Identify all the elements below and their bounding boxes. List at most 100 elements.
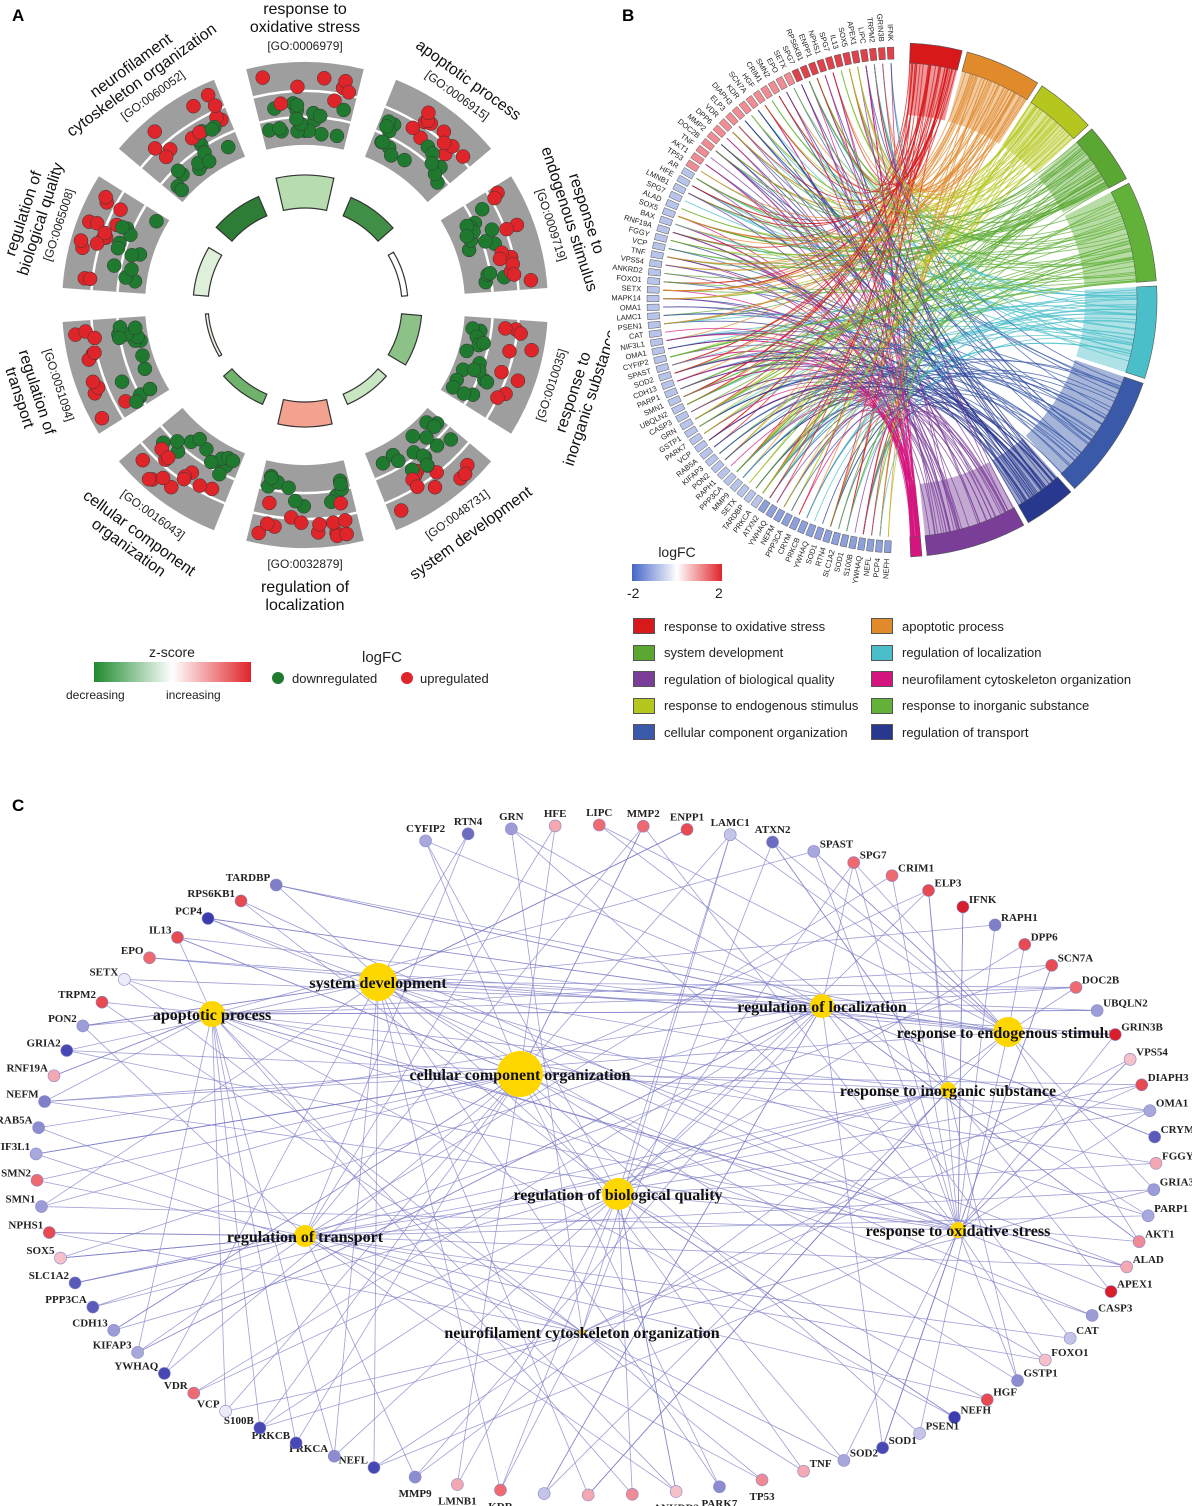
- gene-label: PSEN1: [617, 321, 642, 332]
- term-arc: [1030, 85, 1089, 140]
- legend-swatch: [871, 671, 893, 687]
- network-edge: [377, 981, 1098, 1011]
- gene-node: [1148, 1130, 1161, 1144]
- gene-logfc-box: [830, 531, 841, 546]
- gene-node: [1085, 1309, 1099, 1322]
- gene-logfc-box: [868, 47, 878, 62]
- gene-node-label: CAT: [1076, 1325, 1099, 1337]
- gene-node: [922, 884, 935, 897]
- network-edge: [177, 937, 213, 1015]
- upregulated-gene-dot: [89, 216, 105, 231]
- ring-divider: [384, 441, 470, 505]
- gene-node-label: CDH13: [72, 1317, 108, 1329]
- upregulated-gene-dot: [97, 225, 113, 241]
- network-edge: [543, 1005, 823, 1494]
- chord-ribbon: [700, 73, 971, 219]
- term-arc: [961, 51, 1039, 101]
- gene-logfc-box: [738, 100, 752, 115]
- chord-ribbon: [675, 223, 919, 537]
- network-edge: [617, 1162, 1156, 1195]
- chord-ribbon: [786, 91, 1046, 488]
- gene-node: [253, 1421, 267, 1435]
- legend-swatch: [871, 724, 893, 740]
- network-edge: [82, 1025, 306, 1237]
- gene-node-label: ANKRD2: [653, 1503, 699, 1506]
- chord-ribbon: [683, 63, 918, 398]
- gene-node: [1147, 1183, 1161, 1196]
- network-edge: [49, 1232, 583, 1333]
- gene-logfc-box: [647, 320, 661, 330]
- gene-logfc-box: [699, 446, 714, 460]
- network-edge: [259, 1331, 583, 1429]
- logfc-legend-title: logFC: [362, 649, 402, 666]
- gene-node: [451, 1478, 464, 1491]
- network-edge: [149, 957, 823, 1007]
- chord-ribbon: [719, 280, 1137, 454]
- upregulated-gene-dot: [506, 267, 522, 282]
- gene-node-label: PCP4: [175, 905, 202, 917]
- chord-ribbon: [824, 75, 921, 537]
- upregulated-gene-dot: [393, 503, 409, 518]
- network-edge: [304, 1189, 1154, 1237]
- gene-node-label: ELP3: [935, 877, 962, 889]
- gene-node-label: GRN: [499, 811, 524, 823]
- term-fan: [1038, 142, 1109, 213]
- network-edge: [149, 957, 1009, 1033]
- chord-ribbon: [830, 415, 911, 537]
- gene-node: [86, 1300, 100, 1314]
- upregulated-gene-dot: [262, 495, 277, 511]
- upregulated-gene-dot: [327, 93, 342, 108]
- gene-node-label: CYFIP2: [406, 823, 446, 835]
- chord-ribbon: [887, 117, 1052, 537]
- chord-legend-item: system development: [633, 644, 783, 661]
- term-arc: [909, 535, 923, 558]
- term-node: [579, 1329, 585, 1335]
- gene-label: VPS54: [620, 253, 644, 265]
- downregulated-gene-dot: [375, 456, 391, 471]
- gene-node: [505, 822, 518, 836]
- chord-ribbon: [677, 347, 1108, 417]
- gene-node-label: RNF19A: [6, 1063, 48, 1075]
- chord-legend-item: regulation of localization: [871, 644, 1042, 661]
- gene-node-label: MMP2: [627, 808, 660, 820]
- gene-logfc-box: [665, 198, 680, 211]
- legend-label: regulation of localization: [902, 645, 1042, 660]
- network-edge: [276, 884, 823, 1007]
- gene-node: [289, 1436, 303, 1450]
- upregulated-gene-dot: [176, 471, 192, 487]
- network-edge: [581, 1331, 804, 1472]
- gene-node-label: CRIM1: [898, 863, 934, 875]
- chord-ribbon: [732, 131, 981, 524]
- gene-logfc-box: [750, 494, 764, 509]
- downregulated-gene-dot: [419, 430, 434, 445]
- network-edge: [74, 1089, 949, 1284]
- chord-ribbon: [665, 328, 921, 537]
- gene-logfc-box: [857, 537, 867, 551]
- term-node-label: response to inorganic substance: [840, 1083, 1056, 1100]
- network-edge: [617, 862, 855, 1195]
- network-edge: [49, 1232, 306, 1237]
- gene-logfc-box: [671, 402, 686, 415]
- term-fan: [948, 71, 1027, 144]
- network-edge: [304, 1235, 416, 1478]
- network-edge: [377, 981, 1149, 1217]
- gene-node-label: GSTP1: [1024, 1368, 1058, 1380]
- downregulated-gene-dot: [264, 470, 279, 486]
- chord-ribbon: [674, 281, 1137, 374]
- zscore-high-label: increasing: [166, 688, 221, 702]
- upregulated-gene-dot: [147, 141, 163, 156]
- network-edge: [113, 1089, 949, 1331]
- panel-letter-a: A: [12, 6, 25, 25]
- network-edge: [124, 979, 583, 1333]
- network-edge: [813, 851, 1009, 1033]
- network-edge: [304, 1235, 1071, 1339]
- chord-ribbon: [838, 163, 1095, 530]
- upregulated-gene-dot: [200, 87, 216, 103]
- zscore-legend: z-score decreasing increasing: [66, 644, 251, 702]
- chord-ribbon: [824, 75, 1045, 489]
- network-edge: [519, 1073, 804, 1472]
- gene-label: OMA1: [625, 348, 648, 361]
- network-edge: [519, 890, 929, 1075]
- gene-logfc-box: [652, 241, 666, 252]
